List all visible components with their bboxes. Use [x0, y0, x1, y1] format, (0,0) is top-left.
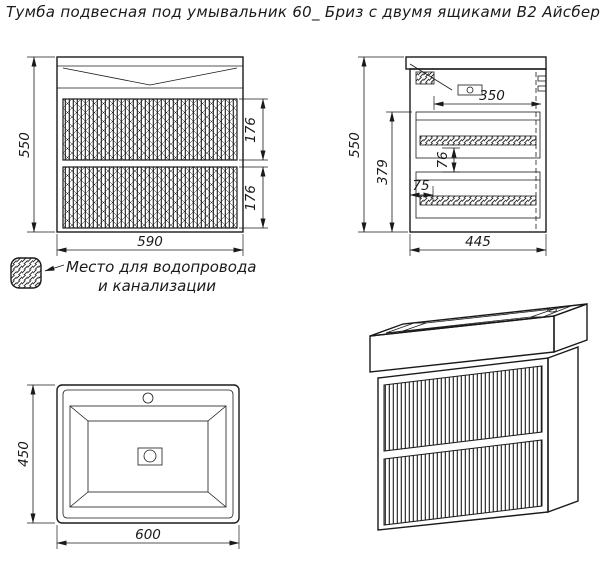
- front-dim-height-label: 550: [17, 132, 33, 158]
- iso-cabinet-side: [547, 345, 579, 514]
- front-drawer-top: [62, 98, 238, 161]
- side-dim-front-offset: 75: [409, 178, 434, 201]
- iso-counter-side: [553, 303, 588, 353]
- side-dim-height-label: 550: [347, 132, 363, 158]
- iso-basin-bottom: [402, 308, 555, 332]
- iso-drawer-top: [383, 365, 543, 452]
- top-dim-depth-label: 450: [16, 441, 32, 467]
- side-drawer-top: [415, 111, 541, 159]
- legend-leader-line: [44, 264, 65, 272]
- front-dim-height: 550: [17, 56, 55, 233]
- iso-drawer-bottom: [383, 439, 543, 526]
- side-counter: [405, 56, 547, 70]
- side-drawer-slide-top: [419, 135, 537, 146]
- side-drain-hole: [466, 86, 474, 94]
- side-plumbing-zone: [415, 71, 435, 85]
- side-view: 350 550 379 75 76: [347, 56, 547, 256]
- side-dim-height: 550: [347, 56, 408, 233]
- top-drain-hole: [143, 449, 157, 463]
- side-dim-drawer-label: 76: [435, 151, 451, 168]
- iso-faucet-hole: [547, 307, 557, 313]
- front-dim-drawer1: 176: [239, 98, 268, 161]
- top-basin-rim: [69, 405, 227, 508]
- legend-hatch-swatch: [10, 257, 42, 289]
- side-overflow-box: [457, 84, 483, 96]
- drawing-title: Тумба подвесная под умывальник 60_ Бриз …: [6, 3, 600, 21]
- front-dim-width-label: 590: [137, 234, 163, 250]
- front-dim-drawer2: 176: [239, 166, 268, 229]
- side-cabinet-outline: [409, 68, 547, 233]
- side-dim-inner-height: 379: [375, 111, 412, 233]
- top-sink-outline: [56, 384, 240, 524]
- top-dim-width-label: 600: [135, 527, 161, 543]
- front-dim-drawer1-label: 176: [243, 117, 259, 143]
- side-dim-inner-depth-label: 350: [479, 88, 505, 104]
- legend-text-line2: и канализации: [98, 277, 216, 295]
- legend: Место для водопровода и канализации: [10, 257, 257, 295]
- side-dim-inner-height-label: 379: [375, 159, 391, 185]
- side-dim-drawer: 76: [435, 147, 460, 173]
- front-cabinet-outline: [56, 56, 244, 233]
- top-basin-bottom: [87, 420, 209, 493]
- side-dim-depth-label: 445: [465, 234, 491, 250]
- side-dim-depth: 445: [409, 234, 547, 256]
- legend-text-line1: Место для водопровода: [66, 258, 257, 276]
- top-sink-inner-edge: [62, 389, 234, 519]
- front-drawer-bottom: [62, 166, 238, 229]
- top-drain-box: [137, 447, 163, 466]
- top-dim-depth: 450: [16, 384, 55, 524]
- top-view: 450 600: [16, 384, 240, 549]
- front-dim-width: 590: [56, 234, 244, 256]
- top-faucet-hole: [142, 392, 154, 404]
- top-dim-width: 600: [56, 525, 240, 549]
- side-dim-inner-depth: 350: [433, 88, 542, 110]
- side-drawer-slide-bottom: [419, 195, 537, 206]
- side-dim-front-offset-label: 75: [412, 178, 429, 194]
- iso-view: [369, 303, 588, 531]
- front-dim-drawer2-label: 176: [243, 185, 259, 211]
- front-basin-slope: [62, 67, 238, 86]
- side-drawer-bottom: [415, 171, 541, 219]
- front-view: 550 590 176 176: [17, 56, 268, 256]
